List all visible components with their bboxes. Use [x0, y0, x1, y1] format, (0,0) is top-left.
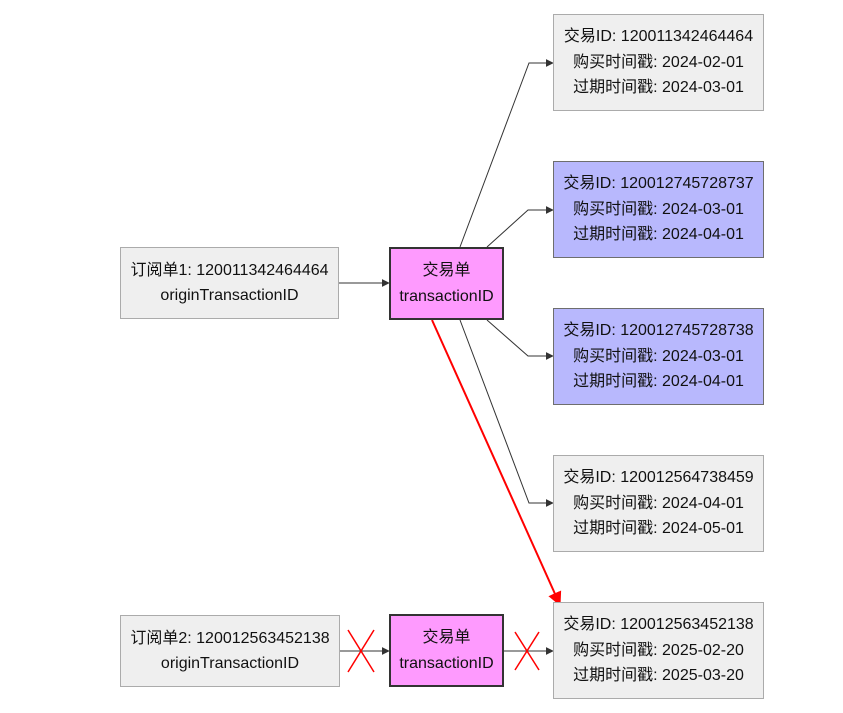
transaction-2-id: 交易ID: 120012745728737	[563, 175, 754, 193]
subscription-node-1: 订阅单1: 120011342464464 originTransactionI…	[120, 247, 339, 319]
transaction-node-2: 交易ID: 120012745728737 购买时间戳: 2024-03-01 …	[553, 161, 764, 258]
transaction-node-4: 交易ID: 120012564738459 购买时间戳: 2024-04-01 …	[553, 455, 764, 552]
transaction-5-purchase: 购买时间戳: 2025-02-20	[573, 641, 744, 659]
transaction-4-id: 交易ID: 120012564738459	[563, 469, 754, 487]
edge-hub-1-to-transaction-1	[459, 59, 554, 248]
transaction-3-expire: 过期时间戳: 2024-04-01	[573, 373, 744, 391]
hub-node-1: 交易单 transactionID	[389, 247, 504, 320]
transaction-node-5: 交易ID: 120012563452138 购买时间戳: 2025-02-20 …	[553, 602, 764, 699]
cross-mark-subscription-2	[347, 629, 375, 673]
transaction-2-purchase: 购买时间戳: 2024-03-01	[573, 200, 744, 218]
edge-hub-1-to-transaction-3	[486, 319, 554, 360]
transaction-node-1: 交易ID: 120011342464464 购买时间戳: 2024-02-01 …	[553, 14, 764, 111]
transaction-4-expire: 过期时间戳: 2024-05-01	[573, 520, 744, 538]
cross-mark-hub-2	[514, 631, 540, 671]
edge-hub-1-to-transaction-5-highlight	[431, 319, 562, 607]
transaction-5-id: 交易ID: 120012563452138	[563, 616, 754, 634]
subscription-1-title: 订阅单1: 120011342464464	[130, 261, 329, 279]
hub-node-2: 交易单 transactionID	[389, 614, 504, 687]
transaction-1-expire: 过期时间戳: 2024-03-01	[573, 79, 744, 97]
transaction-3-id: 交易ID: 120012745728738	[563, 322, 754, 340]
edge-hub-1-to-transaction-4	[459, 319, 554, 507]
transaction-4-purchase: 购买时间戳: 2024-04-01	[573, 494, 744, 512]
subscription-node-2: 订阅单2: 120012563452138 originTransactionI…	[120, 615, 340, 687]
hub-1-title: 交易单	[422, 262, 471, 279]
subscription-1-field: originTransactionID	[160, 287, 299, 304]
edge-hub-1-to-transaction-2	[486, 206, 554, 248]
hub-1-field: transactionID	[399, 287, 494, 305]
subscription-2-title: 订阅单2: 120012563452138	[130, 629, 330, 647]
hub-2-field: transactionID	[399, 654, 494, 672]
transaction-3-purchase: 购买时间戳: 2024-03-01	[573, 347, 744, 365]
hub-2-title: 交易单	[422, 629, 471, 646]
transaction-2-expire: 过期时间戳: 2024-04-01	[573, 226, 744, 244]
transaction-5-expire: 过期时间戳: 2025-03-20	[573, 667, 744, 685]
transaction-1-purchase: 购买时间戳: 2024-02-01	[573, 53, 744, 71]
transaction-node-3: 交易ID: 120012745728738 购买时间戳: 2024-03-01 …	[553, 308, 764, 405]
transaction-1-id: 交易ID: 120011342464464	[563, 28, 754, 46]
subscription-2-field: originTransactionID	[160, 655, 300, 672]
